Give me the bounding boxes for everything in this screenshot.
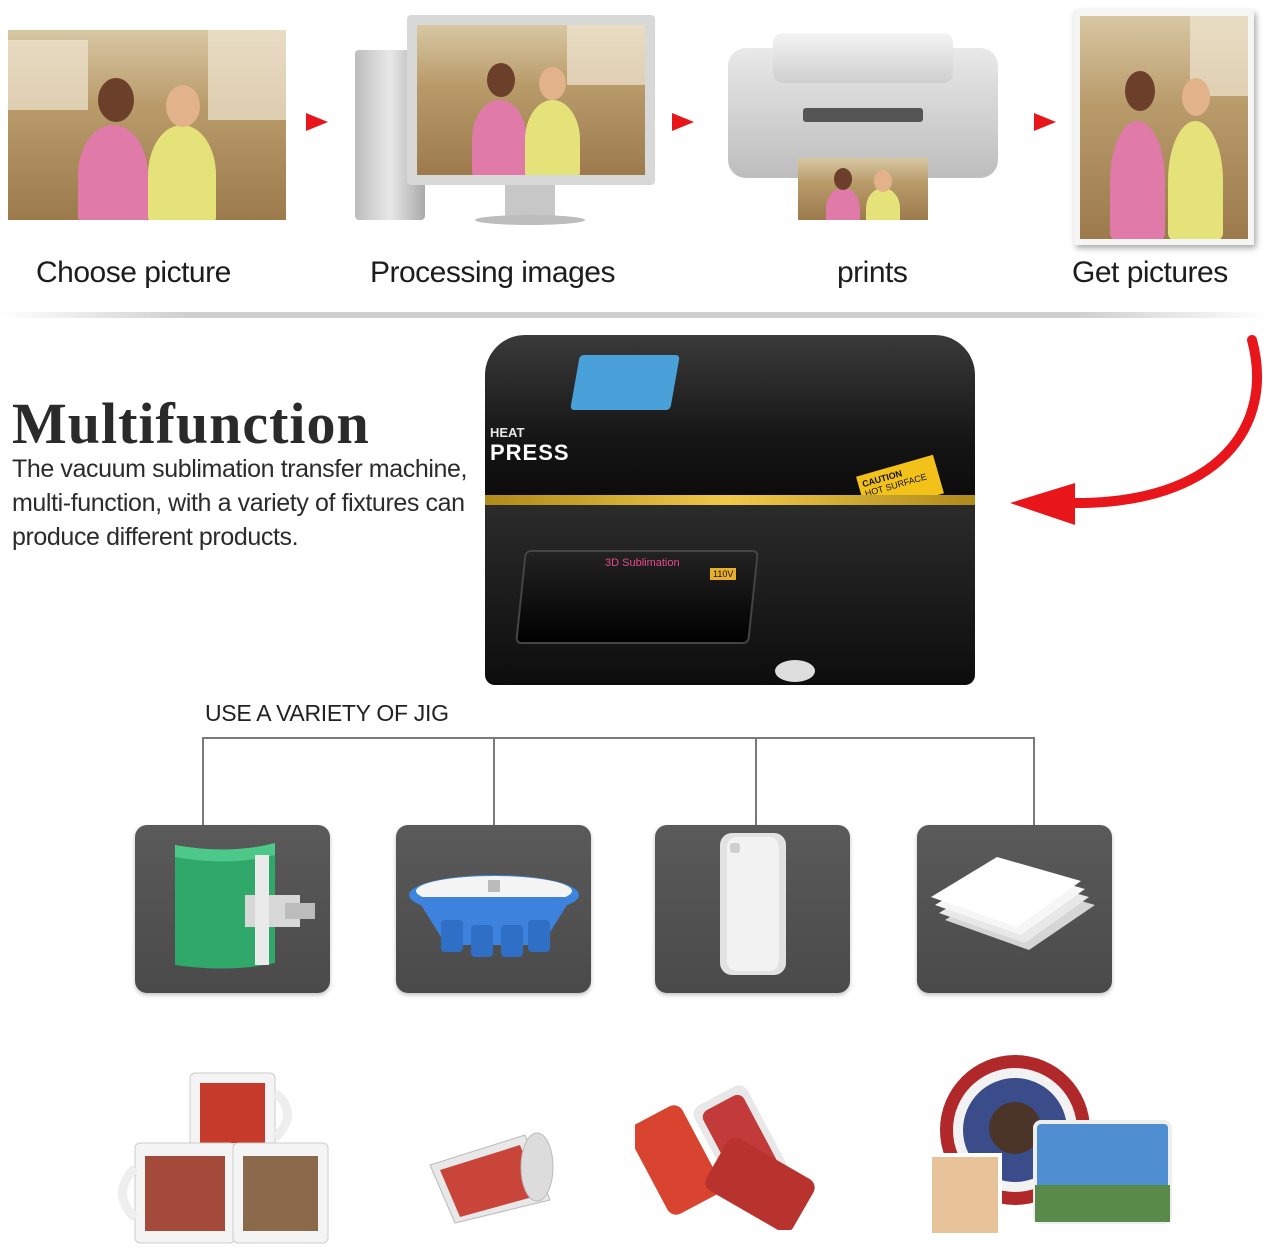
printer-icon [718, 28, 1008, 223]
jig-phone-case [655, 825, 850, 993]
step-label-processing: Processing images [370, 256, 615, 289]
product-mugs [115, 1068, 335, 1248]
product-glass [425, 1125, 585, 1225]
tree-connector [1033, 737, 1035, 825]
printed-plates-icon [928, 1055, 1172, 1237]
bowl-fixture-icon [409, 875, 579, 957]
tree-connector [755, 737, 757, 825]
product-phone-cases [628, 1080, 835, 1233]
heat-press-machine: HEAT PRESS CAUTION HOT SURFACE 3D Sublim… [480, 325, 980, 695]
tree-connector [493, 737, 495, 825]
voltage-label: 110V [710, 568, 737, 580]
arrow-right-icon [306, 113, 328, 131]
step-label-choose: Choose picture [36, 256, 231, 289]
multifunction-description: The vacuum sublimation transfer machine,… [12, 452, 467, 554]
multifunction-title: Multifunction [12, 391, 370, 456]
panel-label: 3D Sublimation [605, 557, 680, 569]
desc-line: multi-function, with a variety of fixtur… [12, 489, 465, 517]
computer-icon [355, 15, 655, 230]
jig-title: USE A VARIETY OF JIG [205, 700, 449, 726]
desc-line: produce different products. [12, 523, 299, 551]
printed-mugs-icon [118, 1072, 329, 1244]
choose-picture-photo [8, 30, 286, 220]
printed-picture [1074, 10, 1254, 245]
product-plates [910, 1050, 1180, 1240]
jig-mug-clamp [135, 825, 330, 993]
step-label-get: Get pictures [1072, 256, 1228, 289]
brand-bottom: PRESS [490, 440, 570, 465]
arrow-right-icon [672, 113, 694, 131]
arrow-right-icon [1034, 113, 1056, 131]
mug-clamp-icon [175, 843, 315, 969]
sheet-stack-icon [931, 857, 1095, 950]
desc-line: The vacuum sublimation transfer machine, [12, 455, 468, 483]
tree-connector [202, 737, 1035, 739]
curved-arrow-icon [1010, 335, 1262, 525]
brand-top: HEAT [490, 425, 525, 440]
section-divider [0, 312, 1268, 318]
jig-bowl-fixture [396, 825, 591, 993]
tree-connector [202, 737, 204, 825]
printed-glass-icon [429, 1132, 554, 1224]
printed-phone-cases-icon [628, 1085, 815, 1233]
phone-case-icon [720, 833, 786, 975]
jig-sheet-stack [917, 825, 1112, 993]
step-label-prints: prints [837, 256, 908, 289]
